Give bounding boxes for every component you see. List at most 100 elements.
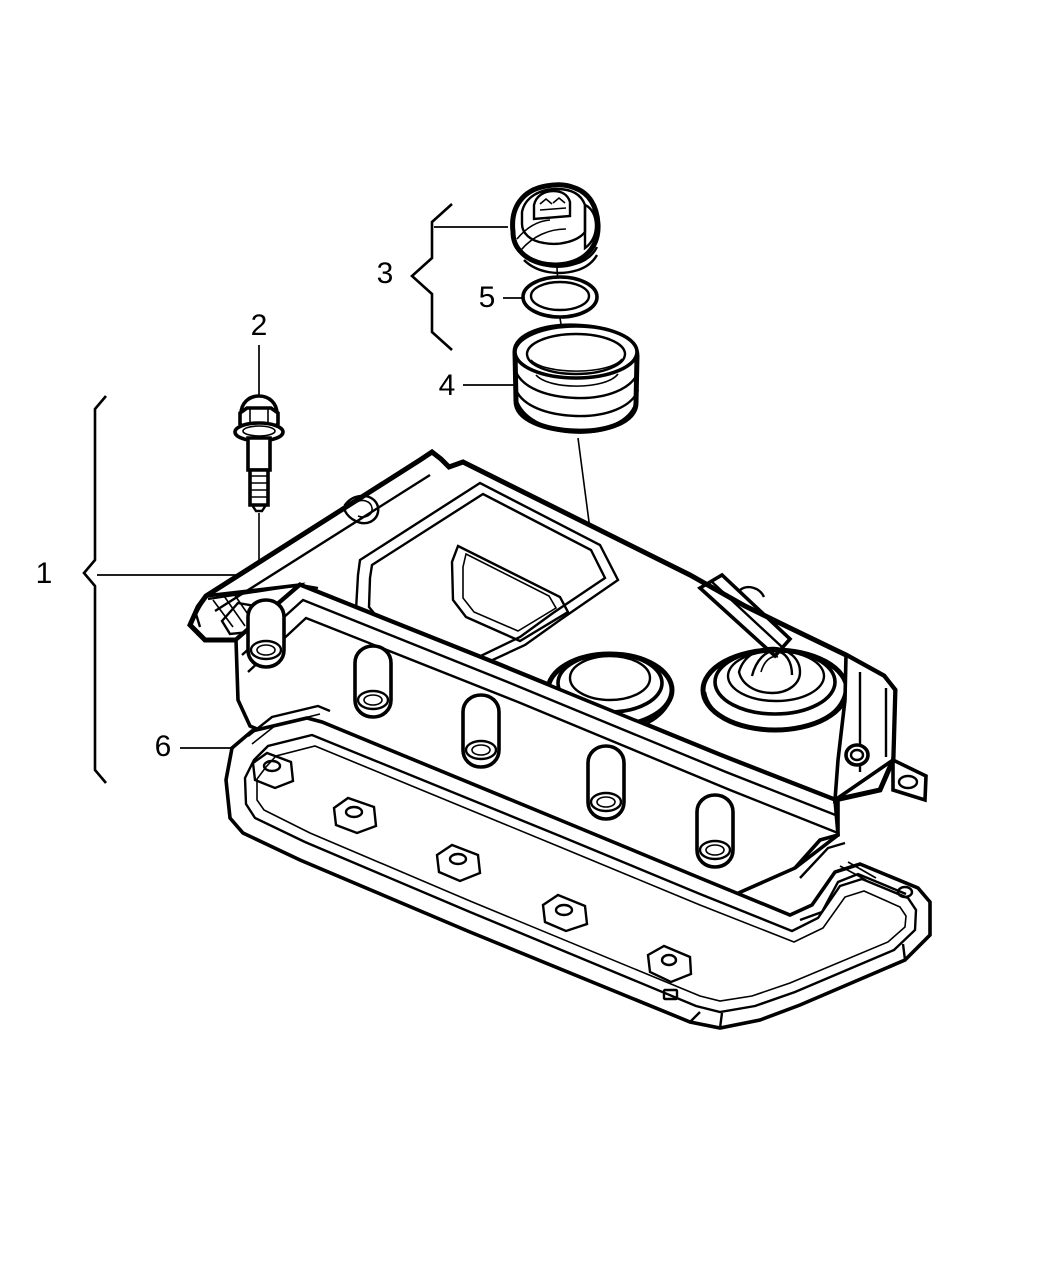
gasket-top-rail xyxy=(247,704,331,737)
callout-1-bracket xyxy=(82,395,107,784)
boss-5-hole-inner xyxy=(705,844,725,856)
oring-inner xyxy=(529,280,591,312)
cover-breather-tube-end xyxy=(739,586,766,598)
fill-port-bore xyxy=(568,654,652,702)
boss-1-hole-inner xyxy=(256,644,276,656)
gasket-right-lobe-hole xyxy=(896,885,914,899)
boss-2-hole xyxy=(356,689,390,711)
gasket-bolt-tab-1 xyxy=(251,751,295,790)
gasket-inner-perimeter xyxy=(243,733,918,1014)
gasket-hole-4 xyxy=(554,903,574,917)
gasket-tab-3-pad xyxy=(435,843,482,883)
callout-6-number: 6 xyxy=(155,730,172,763)
cap-rib-mark-3 xyxy=(539,207,567,211)
boss-4-hole-inner xyxy=(596,796,616,808)
cap-grip-tab xyxy=(532,189,572,221)
neck-flange-band-bot xyxy=(514,389,640,418)
cover-shield-edge xyxy=(194,597,207,628)
callout-1-number: 1 xyxy=(36,557,53,590)
cap-flute-2 xyxy=(520,228,567,251)
gasket-hole-3 xyxy=(448,852,468,866)
gasket-tab-4-pad xyxy=(541,893,589,933)
gasket-right-lobe-inner xyxy=(799,872,907,922)
cover-lug-left-inner xyxy=(354,499,373,518)
cover-back-crest xyxy=(417,450,464,469)
cover-bolt xyxy=(233,394,285,637)
gasket-right-lobe-hatch2 xyxy=(847,861,877,879)
cover-lug-left xyxy=(343,494,380,525)
gasket-hole-5 xyxy=(660,953,678,967)
callout-2-group: 2 xyxy=(251,309,268,404)
gasket-tab-2-pad xyxy=(332,796,378,835)
gasket-square-slot xyxy=(662,988,679,1001)
cylinder-head-cover xyxy=(187,448,928,912)
cover-recess-panel-inner xyxy=(367,492,607,667)
gasket-hole-1 xyxy=(262,759,282,773)
cover-shield-rib-2 xyxy=(223,595,246,627)
callout-3-group: 3 xyxy=(377,203,508,351)
cover-front-wall-band2 xyxy=(247,616,839,835)
cap-flute-1 xyxy=(516,219,551,240)
cover-right-underside-step xyxy=(793,800,840,870)
neck-bore-arc-1 xyxy=(530,358,623,372)
gasket-tab-1-pad xyxy=(251,751,295,790)
callout-1-group: 1 xyxy=(36,395,258,784)
gasket-bead-line xyxy=(256,745,907,1002)
cover-gasket xyxy=(224,704,932,1030)
gasket-top-rail-2 xyxy=(251,713,321,745)
cap-skirt-ring-2 xyxy=(523,254,599,275)
gasket-bolt-tab-2 xyxy=(332,796,378,835)
cover-bolt-boss-5 xyxy=(695,793,735,869)
cover-right-underside-step2 xyxy=(799,841,846,879)
callout-2-number: 2 xyxy=(251,309,268,342)
oil-filler-neck xyxy=(512,323,640,434)
pcv-breather-port xyxy=(700,646,850,733)
oil-filler-oring xyxy=(521,275,599,319)
boss-1-body xyxy=(246,598,286,669)
cover-recess-panel-outer xyxy=(354,481,620,677)
boss-1-hole xyxy=(249,639,283,661)
neck-bore-arc-2 xyxy=(535,373,619,387)
cover-shield-rib-1 xyxy=(212,599,234,628)
callout-3-number: 3 xyxy=(377,257,394,290)
bolt-washer-inner xyxy=(242,425,276,437)
pcv-cam-lobe xyxy=(737,646,802,695)
boss-3-hole xyxy=(464,739,498,761)
gasket-hole-2 xyxy=(344,805,364,819)
pcv-skirt xyxy=(703,690,847,732)
boss-2-hole-inner xyxy=(363,694,383,706)
cap-side-notch xyxy=(583,203,598,251)
oil-filler-cap xyxy=(510,182,601,275)
bolt-tip xyxy=(249,503,269,513)
neck-top-rim-inner xyxy=(525,332,627,376)
callout-6-group: 6 xyxy=(155,730,232,763)
callout-4-number: 4 xyxy=(439,369,456,402)
cover-bolt-boss-1 xyxy=(246,598,286,669)
boss-4-hole xyxy=(589,791,623,813)
cover-bolt-boss-4 xyxy=(586,744,626,821)
cover-side-plug-inner xyxy=(849,748,865,762)
gasket-bolt-tab-3 xyxy=(435,843,482,883)
cover-breather-tube-seam xyxy=(710,580,783,648)
cover-recess-relief-outer xyxy=(450,544,570,643)
cover-side-plug xyxy=(844,743,870,767)
cap-rib-mark-1 xyxy=(539,197,553,205)
neck-bottom-edge xyxy=(515,402,638,434)
neck-flange-band-top xyxy=(514,371,640,400)
cap-skirt-ring-1 xyxy=(519,246,599,268)
boss-3-hole-inner xyxy=(471,744,491,756)
gasket-right-lobe-hatch1 xyxy=(839,865,867,881)
callout-5-number: 5 xyxy=(479,281,496,314)
gasket-bolt-tab-5 xyxy=(646,944,693,984)
cap-rib-mark-2 xyxy=(552,196,566,204)
cover-breather-tube xyxy=(696,572,793,659)
cover-right-ear-hole xyxy=(897,774,919,790)
cover-deck-edge-hilight xyxy=(214,473,431,613)
cover-right-mount-ear xyxy=(891,757,928,803)
gasket-outer-perimeter xyxy=(224,716,932,1030)
bolt-shank xyxy=(246,436,272,472)
cover-recess-relief-inner xyxy=(462,552,558,632)
gasket-bottom-thickness xyxy=(689,943,907,1029)
gasket-bolt-tab-4 xyxy=(541,893,589,933)
